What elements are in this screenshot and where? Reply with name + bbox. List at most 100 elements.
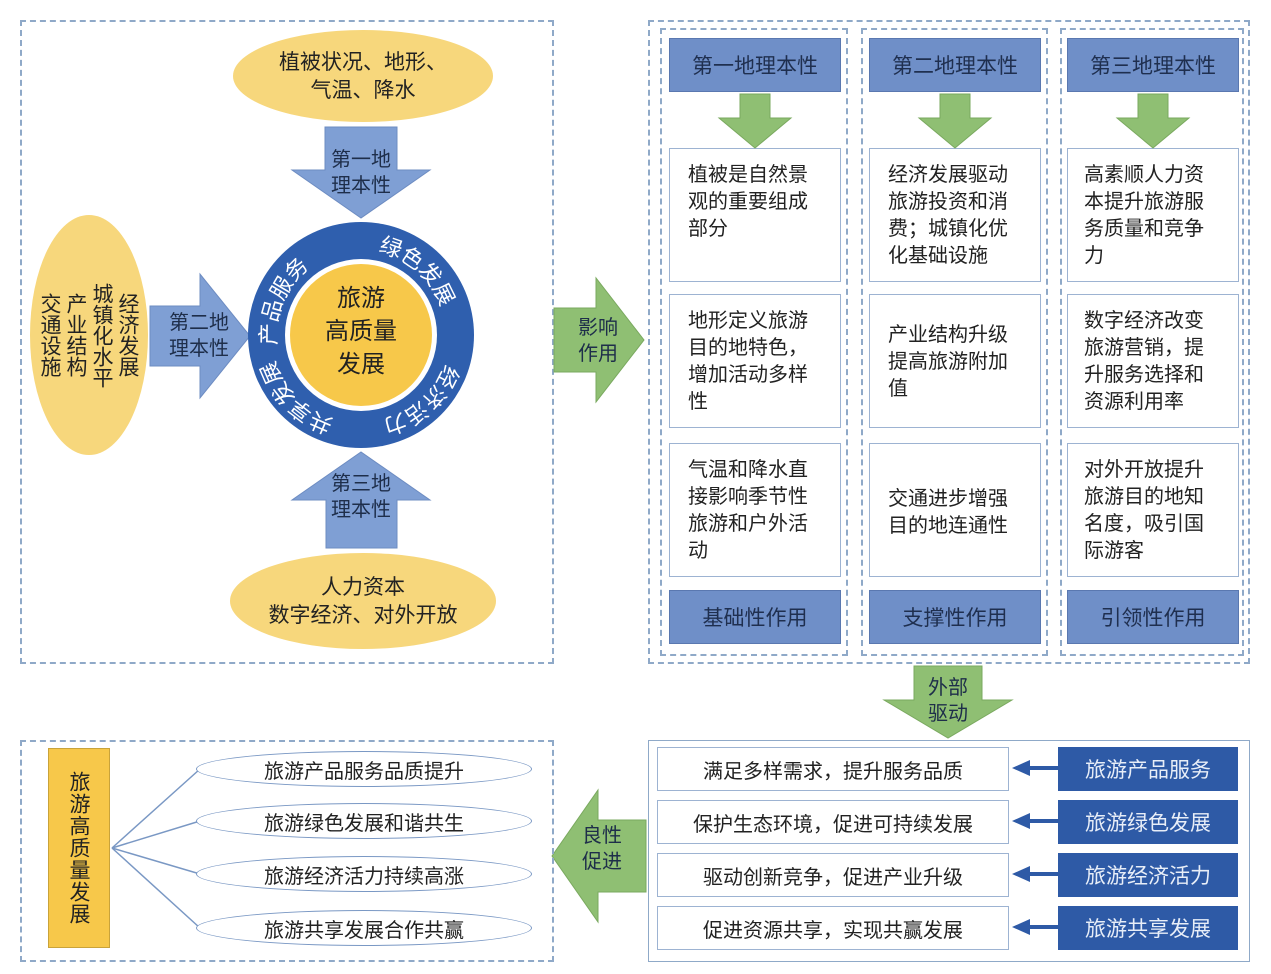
header-second-nature: 第二地理本性 [869, 38, 1041, 92]
influence-arrow-line-2: 作用 [578, 341, 618, 365]
bottom-left-panel [20, 740, 554, 962]
cell-third-3: 对外开放提升 旅游目的地知 名度，吸引国 际游客 [1067, 443, 1239, 577]
header-first-nature: 第一地理本性 [669, 38, 841, 92]
center-text-line-1: 旅游 [337, 284, 385, 312]
outcome-vertical-box: 旅游高质量发展 [48, 748, 110, 948]
column-first-nature [660, 28, 848, 656]
outcome-vertical-label: 旅游高质量发展 [67, 771, 91, 925]
left-ellipse-col-3: 产业结构 [64, 293, 88, 377]
positive-arrow [551, 788, 647, 924]
cell-second-2: 产业结构升级 提高旅游附加 值 [869, 294, 1041, 428]
cell-second-1-line-1: 经济发展驱动 [888, 162, 1008, 186]
influence-arrow-graphic [553, 276, 645, 404]
cell-third-3-line-3: 名度，吸引国 [1084, 511, 1204, 535]
bottom-ellipse-line-1: 人力资本 [321, 575, 405, 599]
column-second-nature [861, 28, 1048, 656]
top-ellipse: 植被状况、地形、 气温、降水 [233, 30, 493, 122]
cell-first-3-line-2: 接影响季节性 [688, 484, 808, 508]
cell-third-1-line-3: 务质量和竞争 [1084, 216, 1204, 240]
cell-first-1-line-3: 部分 [688, 216, 728, 240]
arrow-label-first: 第一地 理本性 [318, 146, 404, 198]
driver-arrow-4 [1012, 919, 1060, 935]
footer-first-nature: 基础性作用 [669, 590, 841, 644]
cell-third-1-line-2: 本提升旅游服 [1084, 189, 1204, 213]
cell-second-1: 经济发展驱动 旅游投资和消 费；城镇化优 化基础设施 [869, 148, 1041, 282]
cell-third-1-line-4: 力 [1084, 243, 1104, 267]
cell-third-2: 数字经济改变 旅游营销，提 升服务选择和 资源利用率 [1067, 294, 1239, 428]
positive-arrow-line-2: 促进 [582, 849, 622, 873]
cell-first-3-line-1: 气温和降水直 [688, 457, 808, 481]
driver-arrow-2 [1012, 813, 1060, 829]
effect-box-3: 驱动创新竞争，促进产业升级 [657, 853, 1009, 897]
positive-arrow-line-1: 良性 [582, 823, 622, 847]
outcome-oval-2: 旅游绿色发展和谐共生 [196, 803, 532, 839]
left-panel [20, 20, 554, 664]
arrow-label-first-line-1: 第一地 [331, 147, 391, 171]
column-arrow-third [1115, 93, 1191, 149]
outcome-oval-4: 旅游共享发展合作共赢 [196, 910, 532, 946]
footer-third-nature: 引领性作用 [1067, 590, 1239, 644]
influence-arrow-line-1: 影响 [578, 315, 618, 339]
effect-box-2: 保护生态环境，促进可持续发展 [657, 800, 1009, 844]
cell-first-1-line-2: 观的重要组成 [688, 189, 808, 213]
outcome-connectors [111, 768, 201, 929]
arrow-first-nature [290, 126, 432, 219]
left-diagram-graphics: 产品服务 绿色发展 经济活力 共享发展 [149, 126, 474, 549]
arrow-second-nature [149, 272, 251, 400]
cell-first-1: 植被是自然景 观的重要组成 部分 [669, 148, 841, 282]
cell-second-2-line-1: 产业结构升级 [888, 322, 1008, 346]
left-ellipse-col-1: 经济发展 [116, 293, 140, 377]
cell-second-1-line-2: 旅游投资和消 [888, 189, 1008, 213]
arrow-label-second-line-2: 理本性 [169, 336, 229, 360]
column-arrow-first [717, 93, 793, 149]
cell-third-2-line-2: 旅游营销，提 [1084, 335, 1204, 359]
left-ellipse-col-4: 交通设施 [38, 293, 62, 377]
cell-third-3-line-4: 际游客 [1084, 538, 1144, 562]
arrow-label-second: 第二地 理本性 [154, 309, 244, 361]
cell-first-2-line-1: 地形定义旅游 [688, 308, 808, 332]
bottom-ellipse-line-2: 数字经济、对外开放 [268, 603, 458, 627]
bottom-right-panel [648, 740, 1250, 962]
column-third-nature [1060, 28, 1244, 656]
cell-first-3: 气温和降水直 接影响季节性 旅游和户外活 动 [669, 443, 841, 577]
cell-second-2-line-2: 提高旅游附加 [888, 349, 1008, 373]
center-text-line-3: 发展 [337, 350, 385, 378]
cell-third-2-line-1: 数字经济改变 [1084, 308, 1204, 332]
left-ellipse-col-2: 城镇化水平 [90, 282, 114, 388]
cell-second-3: 交通进步增强 目的地连通性 [869, 443, 1041, 577]
external-arrow-line-2: 驱动 [928, 701, 968, 725]
top-ellipse-line-1: 植被状况、地形、 [279, 50, 447, 74]
center-text: 旅游 高质量 发展 [296, 282, 426, 381]
cell-third-3-line-1: 对外开放提升 [1084, 457, 1204, 481]
influence-arrow [553, 276, 645, 404]
arrow-label-third-line-2: 理本性 [331, 497, 391, 521]
header-third-nature: 第三地理本性 [1067, 38, 1239, 92]
outcome-oval-3: 旅游经济活力持续高涨 [196, 856, 532, 892]
cell-third-1-line-1: 高素顺人力资 [1084, 162, 1204, 186]
cell-first-3-line-3: 旅游和户外活 [688, 511, 808, 535]
cell-first-2-line-4: 性 [688, 389, 708, 413]
cell-third-2-line-3: 升服务选择和 [1084, 362, 1204, 386]
top-ellipse-line-2: 气温、降水 [310, 78, 416, 102]
cell-first-1-line-1: 植被是自然景 [688, 162, 808, 186]
column-arrows [717, 93, 1191, 149]
cell-first-2: 地形定义旅游 目的地特色， 增加活动多样 性 [669, 294, 841, 428]
driver-arrow-3 [1012, 866, 1060, 882]
driver-box-3: 旅游经济活力 [1058, 853, 1238, 897]
left-ellipse: 经济发展 城镇化水平 产业结构 交通设施 [30, 215, 148, 455]
arrow-third-nature [290, 451, 432, 549]
driver-box-4: 旅游共享发展 [1058, 906, 1238, 950]
arrow-label-first-line-2: 理本性 [331, 173, 391, 197]
arrow-label-third-line-1: 第三地 [331, 471, 391, 495]
cell-second-3-line-2: 目的地连通性 [888, 513, 1008, 537]
external-arrow-graphic [882, 665, 1014, 739]
cell-third-1: 高素顺人力资 本提升旅游服 务质量和竞争 力 [1067, 148, 1239, 282]
center-text-line-2: 高质量 [325, 317, 397, 345]
column-arrow-second [917, 93, 993, 149]
footer-second-nature: 支撑性作用 [869, 590, 1041, 644]
external-arrow-line-1: 外部 [928, 675, 968, 699]
cell-third-3-line-2: 旅游目的地知 [1084, 484, 1204, 508]
positive-arrow-graphic [551, 788, 647, 924]
cell-second-1-line-3: 费；城镇化优 [888, 216, 1008, 240]
external-arrow-label: 外部 驱动 [910, 674, 986, 726]
